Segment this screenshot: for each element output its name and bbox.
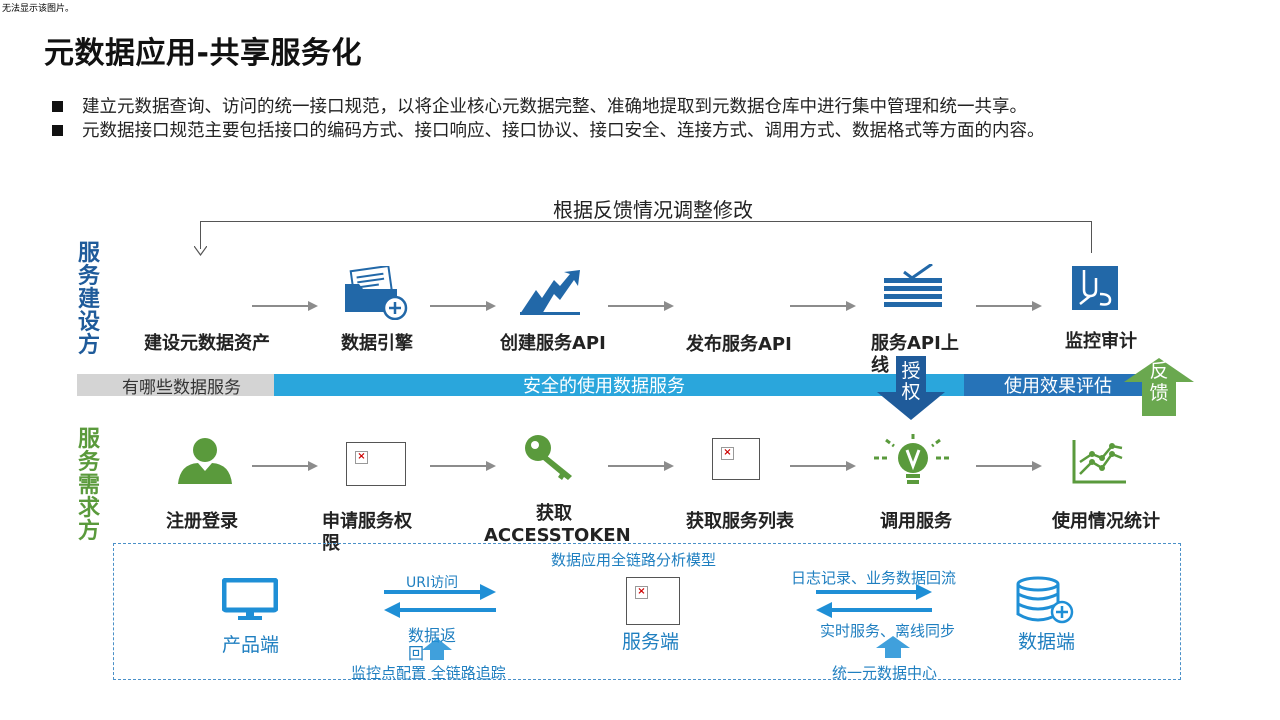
bullet-square-icon [52, 125, 63, 136]
flow-arrow [252, 296, 318, 315]
log-record-label: 日志记录、业务数据回流 [791, 569, 957, 587]
bullet-item: 元数据接口规范主要包括接口的编码方式、接口响应、接口协议、接口安全、连接方式、调… [52, 119, 1242, 143]
bullet-text: 建立元数据查询、访问的统一接口规范，以将企业核心元数据完整、准确地提取到元数据仓… [82, 97, 1027, 117]
user-icon [178, 438, 232, 484]
feedback-loop-line [200, 221, 201, 249]
flow-arrow [790, 296, 856, 315]
model-title: 数据应用全链路分析模型 [551, 551, 717, 569]
stack-papers-icon [884, 264, 942, 307]
build-step-label: 服务API上线 [871, 333, 959, 376]
bar-segment-data-services [77, 374, 274, 396]
uri-access-label: URI访问 [406, 575, 459, 591]
data-link-model-box [113, 543, 1181, 680]
chart-up-arrow-icon [520, 270, 580, 315]
page-title: 元数据应用-共享服务化 [44, 36, 362, 71]
grant-arrow-label: 授权 [901, 360, 921, 403]
audit-document-icon [1072, 266, 1118, 310]
demand-step-label: 注册登录 [166, 511, 238, 532]
feedback-arrow-label: 反馈 [1149, 360, 1169, 404]
build-step-label: 创建服务API [500, 333, 606, 354]
realtime-sync-label: 实时服务、离线同步 [820, 622, 956, 640]
broken-image-note: 无法显示该图片。 [2, 4, 75, 14]
database-add-icon [1016, 576, 1074, 624]
flow-arrow [430, 456, 496, 475]
monitor-icon [222, 578, 278, 620]
bullet-square-icon [52, 101, 63, 112]
bidirectional-arrows-icon [816, 584, 932, 618]
bar-segment-secure-use [274, 374, 964, 396]
build-step-label: 建设元数据资产 [144, 333, 270, 354]
feedback-loop-line [200, 221, 1092, 222]
bullet-list: 建立元数据查询、访问的统一接口规范，以将企业核心元数据完整、准确地提取到元数据仓… [52, 95, 1242, 143]
build-step-label: 数据引擎 [341, 333, 413, 354]
up-arrow-icon [876, 636, 910, 658]
flow-arrow [976, 296, 1042, 315]
folder-add-icon [345, 266, 408, 320]
unified-metadata-label: 统一元数据中心 [832, 664, 938, 682]
demand-step-label: 使用情况统计 [1052, 511, 1160, 532]
flow-arrow [790, 456, 856, 475]
lightbulb-icon [874, 434, 952, 484]
line-chart-icon [1072, 440, 1126, 484]
flow-arrow [608, 296, 674, 315]
bullet-item: 建立元数据查询、访问的统一接口规范，以将企业核心元数据完整、准确地提取到元数据仓… [52, 95, 1242, 119]
build-step-label: 监控审计 [1065, 331, 1137, 352]
service-demand-side-label: 服务需求方 [77, 427, 100, 544]
bar-segment-evaluation [964, 374, 1144, 396]
monitor-config-label: 监控点配置 全链路追踪 [351, 664, 506, 682]
broken-image-icon: × [712, 438, 760, 480]
build-step-label: 发布服务API [686, 334, 792, 355]
data-return-label: 数据返回 [408, 626, 457, 663]
flow-arrow [430, 296, 496, 315]
feedback-up-arrow-icon [1124, 358, 1194, 416]
bidirectional-arrows-icon [384, 584, 496, 618]
product-end-label: 产品端 [222, 634, 280, 656]
service-build-side-label: 服务建设方 [77, 241, 100, 358]
data-end-label: 数据端 [1018, 631, 1076, 653]
feedback-loop-line [1091, 221, 1092, 253]
bar-text-secure-use: 安全的使用数据服务 [523, 376, 685, 397]
feedback-loop-arrowhead-icon [194, 246, 207, 256]
bar-text-data-services: 有哪些数据服务 [122, 378, 241, 398]
demand-step-label: 调用服务 [880, 511, 952, 532]
demand-step-label: 获取服务列表 [686, 511, 794, 532]
flow-arrow [252, 456, 318, 475]
flow-arrow [608, 456, 674, 475]
demand-step-label: 获取ACCESSTOKEN [484, 503, 631, 546]
feedback-loop-label: 根据反馈情况调整修改 [553, 198, 753, 222]
service-end-label: 服务端 [622, 631, 680, 653]
bar-text-evaluation: 使用效果评估 [1004, 376, 1112, 397]
key-icon [525, 435, 572, 480]
broken-image-icon: × [626, 577, 680, 625]
bullet-text: 元数据接口规范主要包括接口的编码方式、接口响应、接口协议、接口安全、连接方式、调… [82, 121, 1045, 141]
grant-down-arrow-icon [877, 356, 945, 420]
up-arrow-icon [422, 638, 452, 660]
flow-arrow [976, 456, 1042, 475]
broken-image-icon: × [346, 442, 406, 486]
